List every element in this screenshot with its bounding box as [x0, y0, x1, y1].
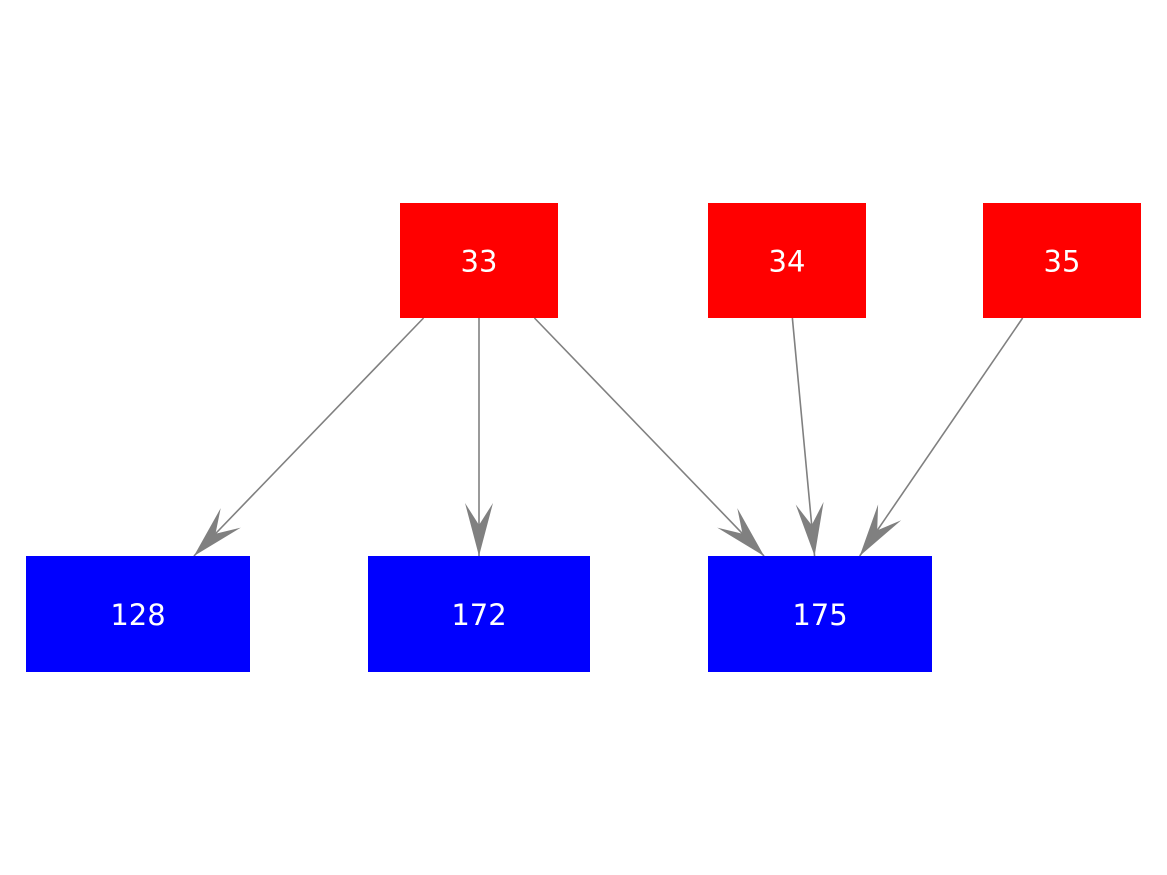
arrowhead-icon — [795, 501, 824, 556]
edge-line — [533, 317, 765, 557]
node-172: 172 — [368, 556, 590, 672]
edge-33-172 — [465, 318, 493, 556]
edge-line — [193, 317, 425, 557]
node-layer: 33 34 35 128 172 175 — [26, 203, 1141, 672]
edge-layer — [193, 317, 1024, 557]
node-33: 33 — [400, 203, 558, 318]
edge-33-128 — [193, 317, 425, 557]
arrowhead-icon — [193, 508, 241, 556]
node-rect-33 — [400, 203, 558, 318]
node-175: 175 — [708, 556, 932, 672]
node-rect-172 — [368, 556, 590, 672]
node-35: 35 — [983, 203, 1141, 318]
node-label-172: 172 — [451, 598, 506, 632]
node-label-35: 35 — [1044, 245, 1081, 279]
arrowhead-icon — [859, 504, 902, 556]
node-rect-34 — [708, 203, 866, 318]
node-rect-175 — [708, 556, 932, 672]
edge-35-175 — [859, 317, 1024, 557]
node-128: 128 — [26, 556, 250, 672]
arrowhead-icon — [717, 508, 765, 556]
edge-34-175 — [791, 317, 824, 557]
node-label-128: 128 — [110, 598, 165, 632]
node-label-34: 34 — [769, 245, 806, 279]
arrowhead-icon — [465, 503, 493, 556]
node-rect-35 — [983, 203, 1141, 318]
node-34: 34 — [708, 203, 866, 318]
edge-line — [859, 317, 1024, 557]
edge-33-175 — [533, 317, 765, 557]
node-label-33: 33 — [461, 245, 498, 279]
node-rect-128 — [26, 556, 250, 672]
node-label-175: 175 — [792, 598, 847, 632]
edge-line — [791, 317, 816, 557]
